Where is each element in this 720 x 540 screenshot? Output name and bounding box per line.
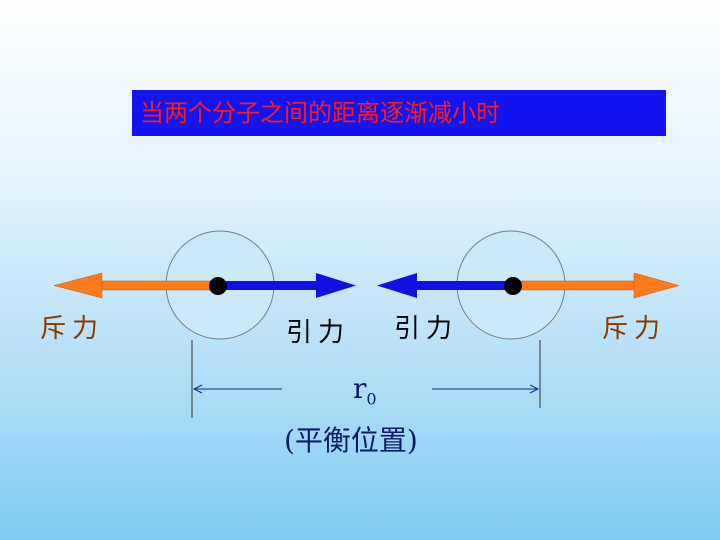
left-molecule-center <box>209 277 227 295</box>
equilibrium-caption: (平衡位置) <box>284 424 418 457</box>
left-attraction-label: 引力 <box>286 318 351 348</box>
title-text: 当两个分子之间的距离逐渐减小时 <box>140 99 500 127</box>
right-molecule-center <box>504 277 522 295</box>
title-banner: 当两个分子之间的距离逐渐减小时 <box>132 90 666 136</box>
right-attraction-label: 引力 <box>394 314 459 344</box>
distance-subscript: 0 <box>366 389 377 409</box>
right-attraction-arrow <box>377 273 511 298</box>
distance-marker <box>191 340 541 418</box>
left-repulsion-label: 斥力 <box>40 314 105 344</box>
right-repulsion-label: 斥力 <box>602 314 667 344</box>
left-attraction-arrow <box>220 273 356 298</box>
distance-symbol: r <box>353 372 367 405</box>
equilibrium-distance-symbol: r0 <box>353 374 377 415</box>
